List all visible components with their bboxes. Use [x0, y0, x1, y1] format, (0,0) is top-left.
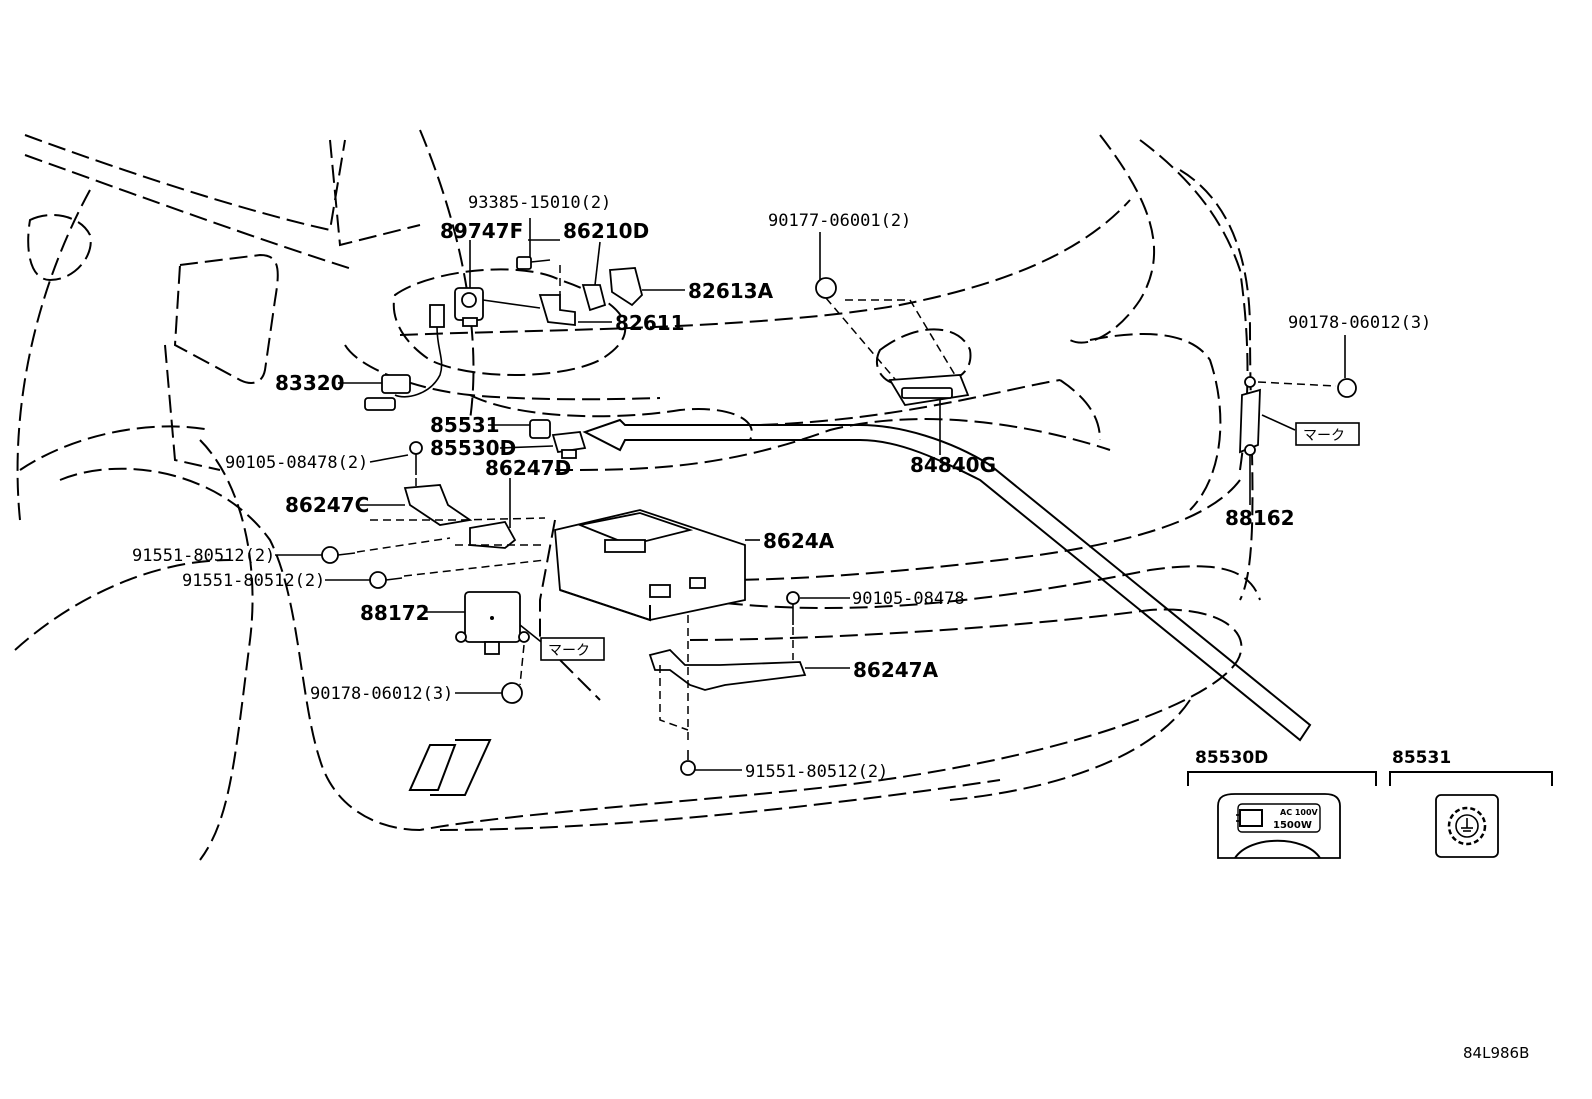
part-84840G-switch	[888, 374, 970, 406]
label-91551-80512-b: 91551-80512(2)	[182, 571, 325, 591]
label-90178-06012-left: 90178-06012(3)	[310, 684, 453, 704]
label-88162: 88162	[1225, 506, 1295, 530]
mark-tag-left: マーク	[540, 637, 605, 661]
label-83320: 83320	[275, 371, 345, 395]
detail-85531: 85531	[1389, 748, 1553, 858]
part-88162-module	[1239, 376, 1357, 456]
part-91551-bolt-b	[369, 559, 546, 589]
label-91551-80512-c: 91551-80512(2)	[745, 762, 888, 782]
svg-text:マーク: マーク	[548, 643, 590, 659]
mark-tag-right: マーク	[1295, 422, 1360, 446]
label-90177-06001: 90177-06001(2)	[768, 211, 911, 231]
harness-routing-arrow	[582, 418, 1312, 742]
part-90177-clip	[815, 277, 956, 386]
part-88172-module	[455, 591, 530, 686]
label-86210D: 86210D	[563, 219, 649, 243]
label-90105-08478: 90105-08478	[852, 589, 965, 609]
label-89747F: 89747F	[440, 219, 523, 243]
label-90105-08478-2: 90105-08478(2)	[225, 453, 368, 473]
part-91551-bolt-a	[321, 537, 451, 564]
part-93385-bolt	[516, 256, 551, 270]
part-85530D-outlet	[551, 431, 587, 459]
part-90105-bolt-upper	[409, 441, 423, 495]
plate-text-wattage: 1500W	[1273, 820, 1312, 831]
svg-text:85531: 85531	[1392, 748, 1451, 768]
label-91551-80512-a: 91551-80512(2)	[132, 546, 275, 566]
part-89747F-sensor	[454, 287, 484, 327]
grounding-outlet-icon	[1447, 806, 1487, 846]
part-90178-clip-left	[501, 682, 523, 704]
part-82611-terminal	[538, 265, 576, 327]
label-84840G: 84840G	[910, 453, 996, 477]
label-88172: 88172	[360, 601, 430, 625]
label-86247D: 86247D	[485, 456, 571, 480]
part-86247D-bracket	[455, 521, 545, 549]
label-86247C: 86247C	[285, 493, 369, 517]
label-85530D: 85530D	[430, 436, 516, 460]
part-86210D-bracket	[581, 284, 607, 312]
svg-text:マーク: マーク	[1303, 428, 1345, 444]
part-8624A-inverter	[554, 509, 746, 622]
svg-text:85530D: 85530D	[1195, 748, 1268, 768]
part-82613A-bracket	[609, 267, 644, 307]
part-83320-switch	[364, 304, 445, 411]
part-86247A-bracket	[648, 615, 807, 745]
outlet-plug-icon	[1236, 803, 1321, 833]
part-90105-bolt-lower	[786, 591, 800, 660]
vehicle-body-outline	[14, 129, 1261, 861]
label-86247A: 86247A	[853, 658, 939, 682]
label-93385-15010: 93385-15010(2)	[468, 193, 611, 213]
drawing-code: 84L986B	[1463, 1044, 1529, 1062]
leader-lines	[275, 218, 1346, 771]
part-85531-outlet	[529, 419, 551, 439]
label-82611: 82611	[615, 311, 685, 335]
label-85531: 85531	[430, 413, 500, 437]
part-91551-bolt-c	[680, 750, 696, 776]
label-82613A: 82613A	[688, 279, 774, 303]
label-90178-06012-right: 90178-06012(3)	[1288, 313, 1431, 333]
label-8624A: 8624A	[763, 529, 835, 553]
plate-text-voltage: AC 100V	[1280, 808, 1319, 817]
part-86247C-bracket	[370, 484, 546, 526]
detail-85530D: 85530D AC 100V 1500W	[1187, 748, 1377, 859]
